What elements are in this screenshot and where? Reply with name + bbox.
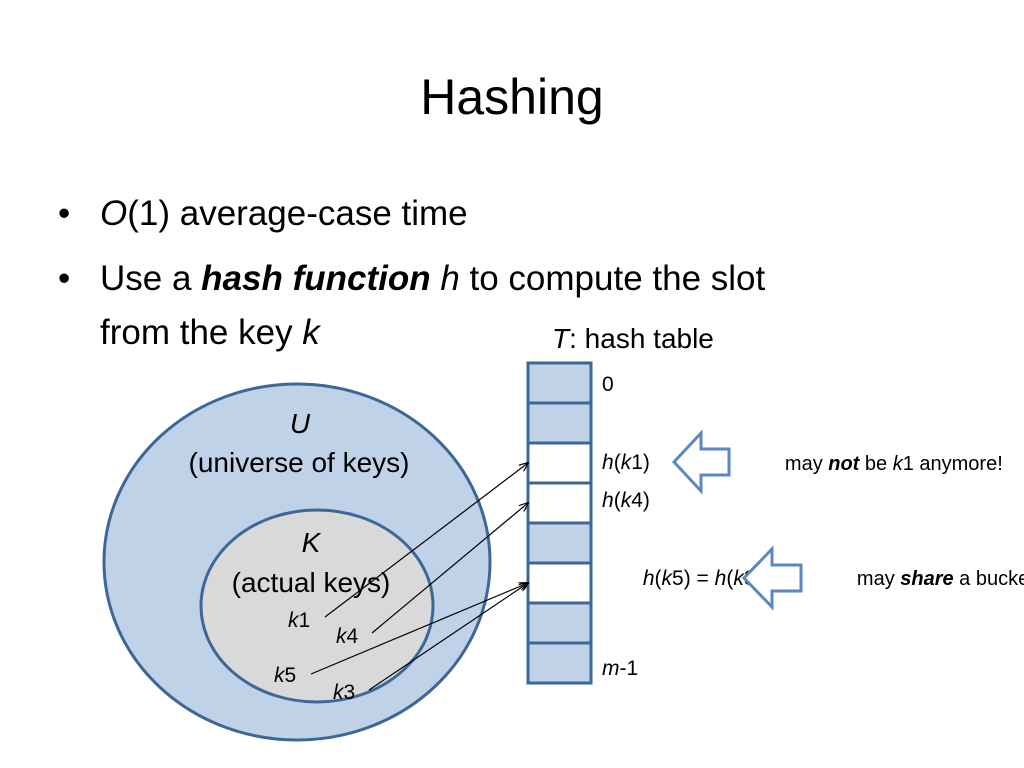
left-arrow-icon (671, 429, 731, 495)
key-k5: k5 (274, 664, 296, 687)
left-arrow-icon (741, 545, 803, 611)
arrow-k5 (310, 583, 528, 675)
slot-hk1 (526, 441, 593, 485)
slide-title: Hashing (420, 69, 604, 125)
arrow-k4 (371, 503, 528, 634)
slot-1 (526, 401, 593, 445)
key-k3: k3 (333, 681, 355, 704)
big-o-symbol: O (100, 194, 128, 233)
slot-label-m1: m-1 (602, 657, 638, 680)
bullet-marker: • (58, 259, 71, 298)
key-k1: k1 (288, 609, 310, 632)
slot-label-hk4: h(k4) (602, 489, 650, 512)
slot-label-hk1: h(k1) (602, 451, 650, 474)
k-symbol: k (302, 313, 320, 352)
actual-keys-symbol: K (302, 527, 322, 558)
slot-hk4 (526, 481, 593, 525)
bullet-list: • O(1) average-case time • Use a hash fu… (58, 188, 958, 372)
key-k4: k4 (336, 625, 359, 648)
compute-slot-text: to compute the slot (459, 259, 766, 298)
slot-label-zero: 0 (602, 373, 614, 396)
h-symbol: h (440, 259, 460, 298)
average-case-text: (1) average-case time (127, 194, 468, 233)
use-a-text: Use a (100, 259, 202, 298)
hash-function-term: hash function (201, 259, 431, 298)
hash-table (526, 361, 593, 685)
bullet-average-case: • O(1) average-case time (58, 188, 958, 240)
t-symbol: T (552, 323, 571, 354)
slot-4 (526, 521, 593, 565)
universe-symbol: U (290, 408, 311, 439)
bullet-hash-function: • Use a hash function h to compute the s… (58, 252, 958, 360)
table-title: T: hash table (552, 323, 714, 354)
arrow-k1 (324, 463, 528, 618)
slot-m1 (526, 641, 593, 685)
from-key-text: from the key (100, 313, 303, 352)
bullet-marker: • (58, 194, 71, 233)
table-title-text: : hash table (569, 323, 714, 354)
slot-0 (526, 361, 593, 405)
actual-keys-ellipse (199, 508, 435, 704)
slot-hk5 (526, 561, 593, 605)
note-share-bucket: may share a bucket (818, 568, 1024, 590)
note-not-k1: may not be k1 anymore! (746, 453, 1024, 475)
universe-label: (universe of keys) (189, 447, 410, 478)
slot-6 (526, 601, 593, 645)
arrow-k3 (368, 583, 528, 691)
actual-keys-label: (actual keys) (232, 567, 391, 598)
mapping-arrows (310, 463, 528, 691)
